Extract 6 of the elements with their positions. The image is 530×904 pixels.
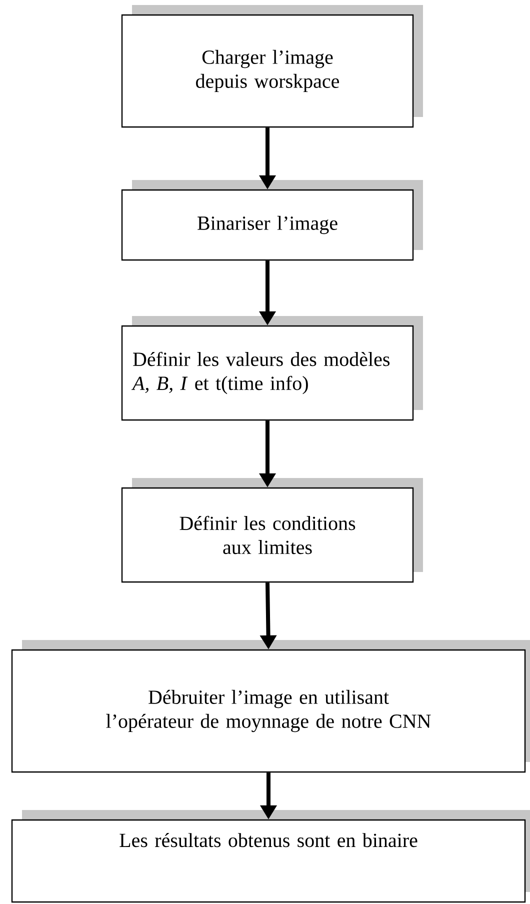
process-box: Binariser l’image <box>121 180 423 261</box>
process-box: Débruiter l’image en utilisant l’opérateur de moynnage de notre CNN <box>11 640 530 773</box>
process-box: Charger l’image depuis worskpace <box>121 5 423 128</box>
process-box: Définir les conditions aux limites <box>121 478 423 583</box>
process-box: Définir les valeurs des modèles A, B, I et t(time info) <box>121 316 423 421</box>
process-box: Les résultats obtenus sont en binaire <box>11 810 530 903</box>
